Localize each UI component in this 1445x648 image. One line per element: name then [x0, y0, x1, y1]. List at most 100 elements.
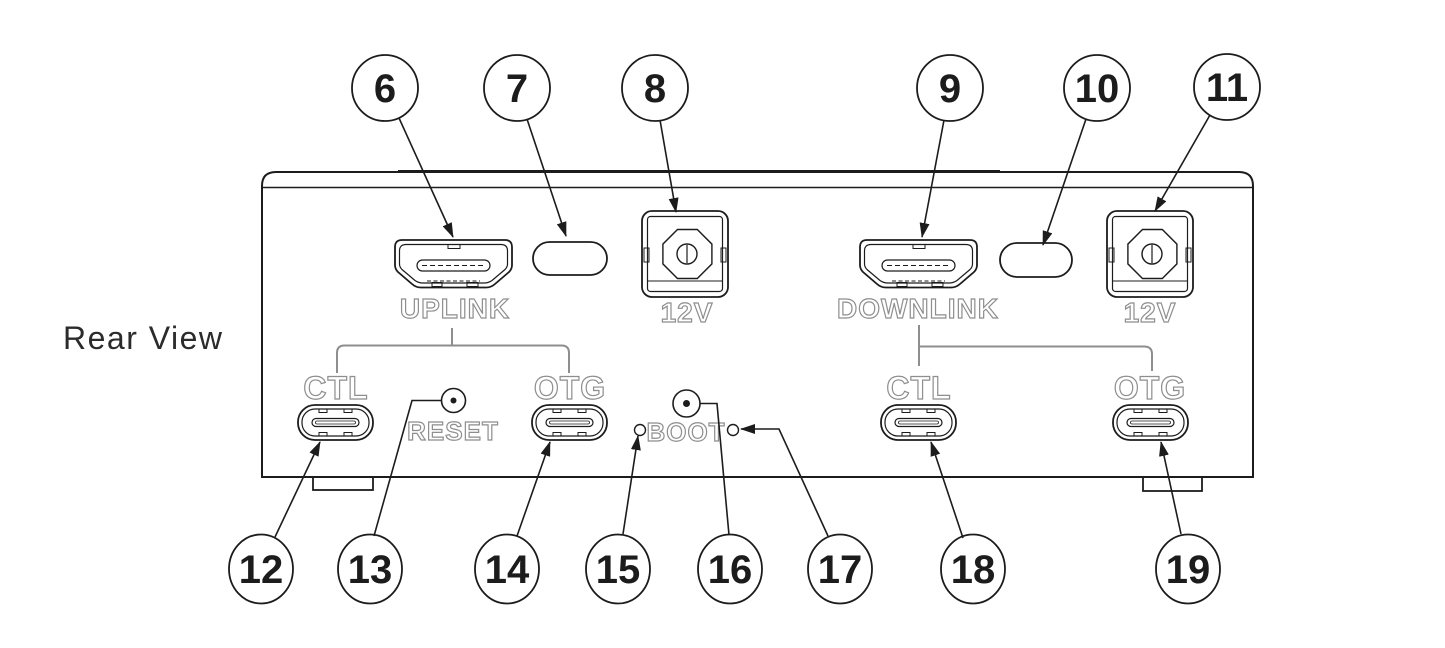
usbc-tick-bottom-2 — [926, 432, 936, 437]
view-title: Rear View — [63, 320, 224, 356]
device-outline — [261, 171, 1254, 478]
callout-number: 16 — [708, 548, 753, 592]
leader-line-8 — [659, 119, 679, 213]
usbc-tongue — [1126, 417, 1175, 428]
led-hole-left — [633, 423, 647, 437]
dc-power-jack-right — [1106, 210, 1194, 298]
usbc-outer — [297, 404, 374, 441]
hdmi-top-notch — [912, 244, 926, 249]
callout-number: 17 — [818, 548, 863, 592]
callout-number: 6 — [374, 67, 396, 111]
leader-line-12 — [274, 441, 321, 538]
usbc-outer — [531, 404, 608, 441]
callout-number: 11 — [1206, 66, 1248, 110]
usbc-inner — [535, 408, 604, 437]
callout-circle — [940, 533, 1006, 605]
dc-jack-clip-left — [1108, 247, 1115, 263]
leader-line-9 — [919, 119, 945, 238]
leader-lines — [274, 114, 1211, 539]
callout-number: 15 — [596, 548, 641, 592]
power-label-right: 12V — [1124, 297, 1177, 328]
callout-circle — [1155, 533, 1221, 605]
hdmi-bottom-tab-left — [431, 282, 443, 287]
hdmi-bottom-tab-right — [466, 282, 479, 287]
ir-window-right — [999, 242, 1073, 278]
callout-circle — [351, 54, 419, 122]
dc-jack-outer — [1106, 210, 1194, 298]
callout-circle — [337, 533, 403, 605]
callout-17: 17 — [807, 533, 873, 605]
device-foot-left — [312, 476, 374, 491]
callout-16: 16 — [697, 533, 763, 605]
callout-number: 18 — [951, 548, 996, 592]
otg-label-right: OTG — [1114, 370, 1186, 406]
usbc-tongue-line — [898, 420, 939, 425]
hdmi-outer-shell — [859, 239, 978, 289]
callout-number: 9 — [939, 67, 961, 111]
usbc-tick-bottom-1 — [318, 432, 328, 437]
usbc-inner — [301, 408, 370, 437]
dc-jack-pin — [676, 243, 698, 265]
leader-line-10 — [1042, 118, 1087, 246]
usbc-tick-top-2 — [926, 408, 936, 413]
callout-10: 10 — [1063, 54, 1131, 122]
callout-6: 6 — [351, 54, 419, 122]
callout-9: 9 — [916, 54, 984, 122]
usbc-tick-bottom-1 — [1133, 432, 1143, 437]
usbc-outer — [1112, 404, 1189, 441]
power-label-left: 12V — [661, 297, 714, 328]
leader-line-7 — [526, 118, 567, 237]
boot-button-dot — [683, 400, 690, 407]
leader-line-6 — [398, 117, 454, 238]
callout-circle — [1063, 54, 1131, 122]
boot-label: BOOT — [646, 417, 725, 447]
usbc-inner — [884, 408, 953, 437]
dc-jack-octagon — [1127, 228, 1178, 280]
hdmi-bottom-tab-right — [931, 282, 944, 287]
callout-circle — [228, 533, 294, 605]
hdmi-outer-shell — [394, 239, 513, 289]
callout-circle — [1193, 53, 1261, 121]
callout-number: 12 — [239, 548, 284, 592]
usbc-tick-top-1 — [901, 408, 911, 413]
usbc-tick-bottom-1 — [552, 432, 562, 437]
device-chassis — [261, 170, 1254, 492]
callout-18: 18 — [940, 533, 1006, 605]
callout-19: 19 — [1155, 533, 1221, 605]
usbc-tick-top-2 — [343, 408, 353, 413]
usbc-port-ctl-right — [880, 404, 957, 441]
usbc-tick-top-1 — [1133, 408, 1143, 413]
callout-circle — [474, 533, 540, 605]
ctl-label-left: CTL — [303, 370, 368, 406]
callout-11: 11 — [1193, 53, 1261, 121]
dc-jack-pin — [1141, 243, 1163, 265]
dc-power-jack-left — [641, 210, 729, 298]
hdmi-port-downlink — [859, 239, 978, 289]
hdmi-port-uplink — [394, 239, 513, 289]
callout-12: 12 — [228, 533, 294, 605]
reset-button-ring — [440, 387, 467, 414]
leader-line-15 — [622, 435, 641, 535]
reset-button — [440, 387, 467, 414]
device-foot-right — [1142, 476, 1203, 492]
dc-jack-outer — [641, 210, 729, 298]
dc-jack-clip-right — [1185, 247, 1192, 263]
ctl-label-right: CTL — [886, 370, 951, 406]
callout-14: 14 — [474, 533, 540, 605]
callout-number: 7 — [506, 67, 528, 111]
usbc-tongue — [311, 417, 360, 428]
usbc-tick-top-2 — [1158, 408, 1168, 413]
hdmi-top-notch — [447, 244, 461, 249]
uplink-label: UPLINK — [400, 293, 510, 324]
dc-jack-clip-right — [720, 247, 727, 263]
callout-circle — [585, 533, 651, 605]
usbc-tick-bottom-2 — [1158, 432, 1168, 437]
callout-circle — [621, 54, 689, 122]
usbc-tongue — [894, 417, 943, 428]
led-hole-right — [726, 423, 740, 437]
callout-number: 10 — [1075, 67, 1120, 111]
ir-window-left — [532, 241, 608, 276]
callout-15: 15 — [585, 533, 651, 605]
